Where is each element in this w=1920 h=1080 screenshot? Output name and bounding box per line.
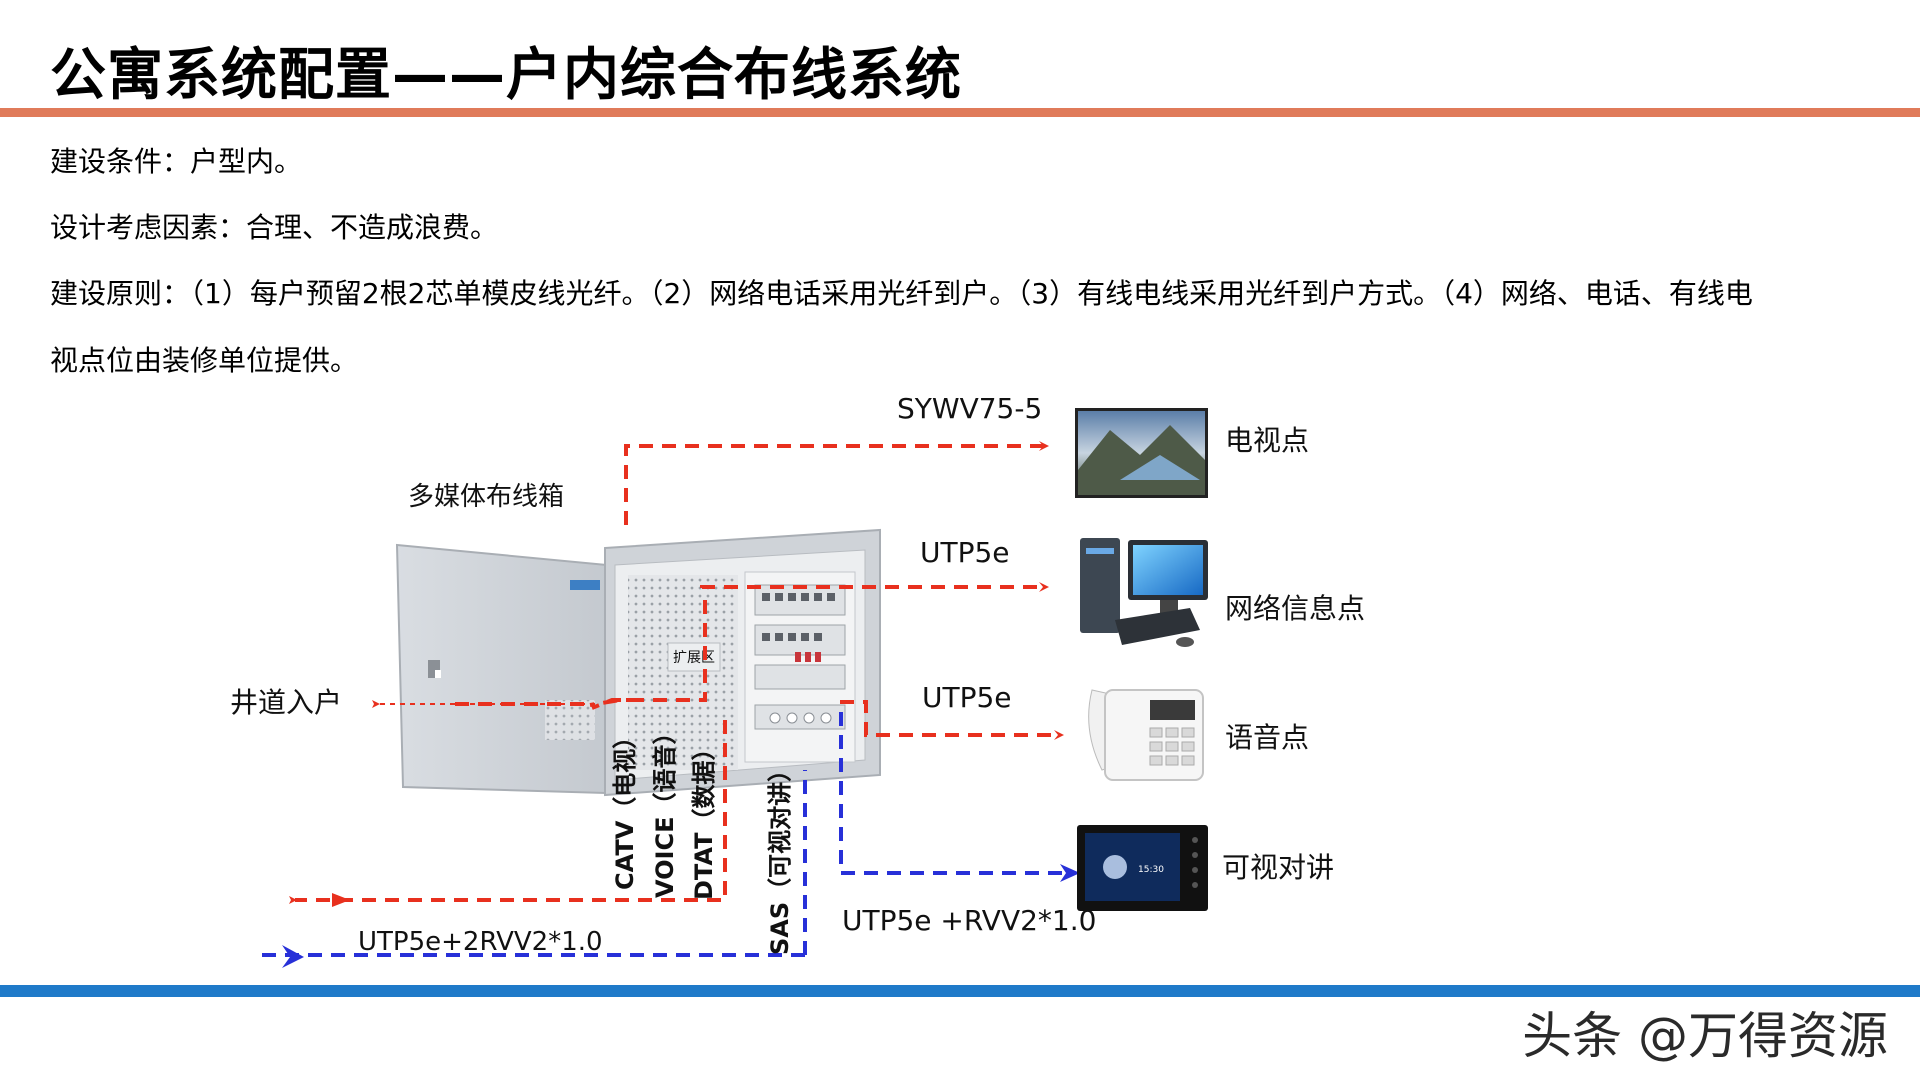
text-conditions: 建设条件：户型内。 <box>50 145 303 178</box>
cable-tv-label: SYWV75-5 <box>897 392 1042 425</box>
v-label-sas: SAS（可视对讲） <box>766 758 794 955</box>
distribution-box-icon <box>395 528 881 797</box>
tv-icon <box>1075 408 1208 498</box>
cable-intercom-label: UTP5e +RVV2*1.0 <box>842 904 1096 937</box>
text-factors: 设计考虑因素：合理、不造成浪费。 <box>50 211 499 244</box>
v-label-voice: VOICE（语音） <box>651 721 679 899</box>
intercom-icon <box>1077 825 1208 911</box>
page-title: 公寓系统配置——户内综合布线系统 <box>50 43 962 108</box>
blue-arrowhead-in <box>282 945 304 968</box>
intercom-screen-time: 15:30 <box>1138 865 1164 875</box>
cable-in-label: UTP5e+2RVV2*1.0 <box>358 927 603 957</box>
title-underline <box>0 108 1920 117</box>
device-voice-label: 语音点 <box>1225 721 1309 754</box>
entry-label: 井道入户 <box>230 686 342 719</box>
device-tv-label: 电视点 <box>1225 424 1309 457</box>
red-arrowhead-in <box>332 893 350 907</box>
bottom-rule <box>0 985 1920 997</box>
v-label-data: DTAT（数据） <box>690 736 718 900</box>
v-label-catv: CATV（电视） <box>611 725 639 890</box>
blue-arrowhead-out <box>1060 864 1080 882</box>
blue-cable-lines <box>262 712 1065 957</box>
text-principle-2: 视点位由装修单位提供。 <box>50 344 359 377</box>
computer-icon <box>1080 538 1208 647</box>
telephone-icon <box>1088 689 1204 781</box>
cable-voice-label: UTP5e <box>922 681 1012 714</box>
device-net-label: 网络信息点 <box>1225 592 1365 625</box>
cable-net-label: UTP5e <box>920 536 1010 569</box>
device-intercom-label: 可视对讲 <box>1222 851 1334 884</box>
watermark: 头条 @万得资源 <box>1522 1007 1888 1065</box>
expansion-area-label: 扩展区 <box>673 650 715 666</box>
box-label: 多媒体布线箱 <box>408 482 564 512</box>
text-principle-1: 建设原则：（1）每户预留2根2芯单模皮线光纤。（2）网络电话采用光纤到户。（3）… <box>50 277 1753 310</box>
red-cable-lines <box>289 441 1064 904</box>
